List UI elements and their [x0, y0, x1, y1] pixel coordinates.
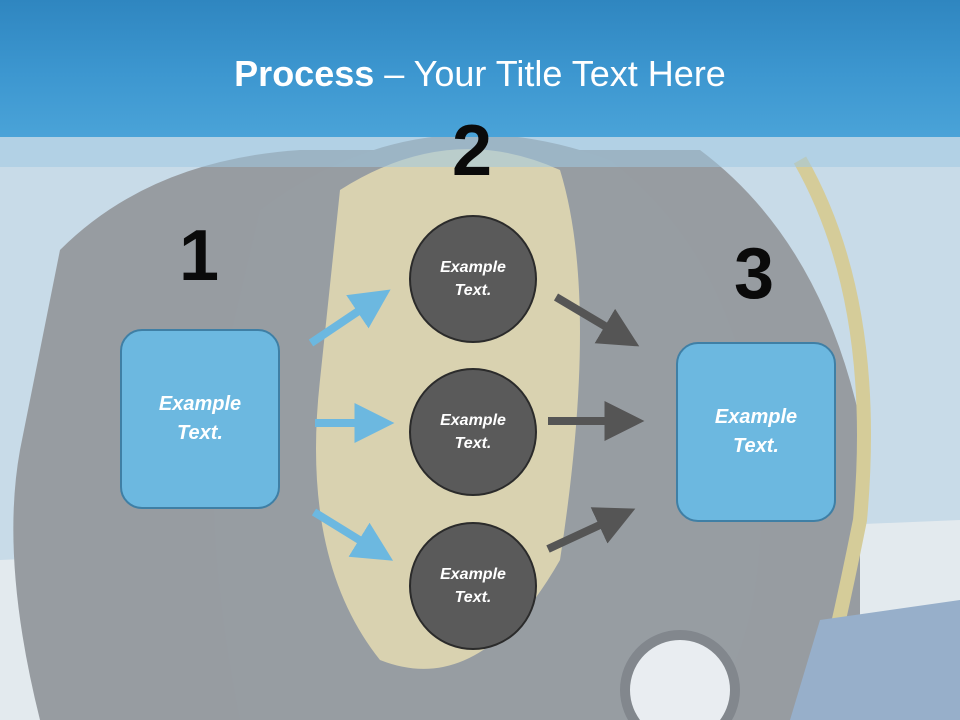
circle-bottom-text: Example Text. — [440, 566, 506, 606]
step-3-text: Example Text. — [714, 406, 798, 457]
step-2-circle-top: Example Text. — [409, 215, 537, 343]
title-bold: Process — [234, 53, 375, 94]
step-2-circle-bottom: Example Text. — [409, 522, 537, 650]
circle-top-text: Example Text. — [440, 259, 506, 299]
arrow-1-to-top — [308, 289, 391, 347]
arrow-1-to-bottom — [311, 508, 394, 561]
step-number-2: 2 — [451, 111, 493, 191]
step-2-circle-middle: Example Text. — [409, 368, 537, 496]
circle-middle-text: Example Text. — [440, 412, 506, 452]
title-bar — [0, 0, 960, 137]
step-1-box: Example Text. — [120, 329, 280, 509]
arrow-top-to-3 — [553, 293, 640, 347]
step-3-box: Example Text. — [676, 342, 836, 522]
step-number-1: 1 — [178, 216, 220, 296]
slide-title: Process – Your Title Text Here — [0, 52, 960, 96]
step-1-text: Example Text. — [158, 393, 242, 444]
arrow-bottom-to-3 — [546, 507, 636, 553]
title-band — [0, 137, 960, 167]
step-number-3: 3 — [733, 234, 775, 314]
title-rest: – Your Title Text Here — [374, 53, 726, 94]
